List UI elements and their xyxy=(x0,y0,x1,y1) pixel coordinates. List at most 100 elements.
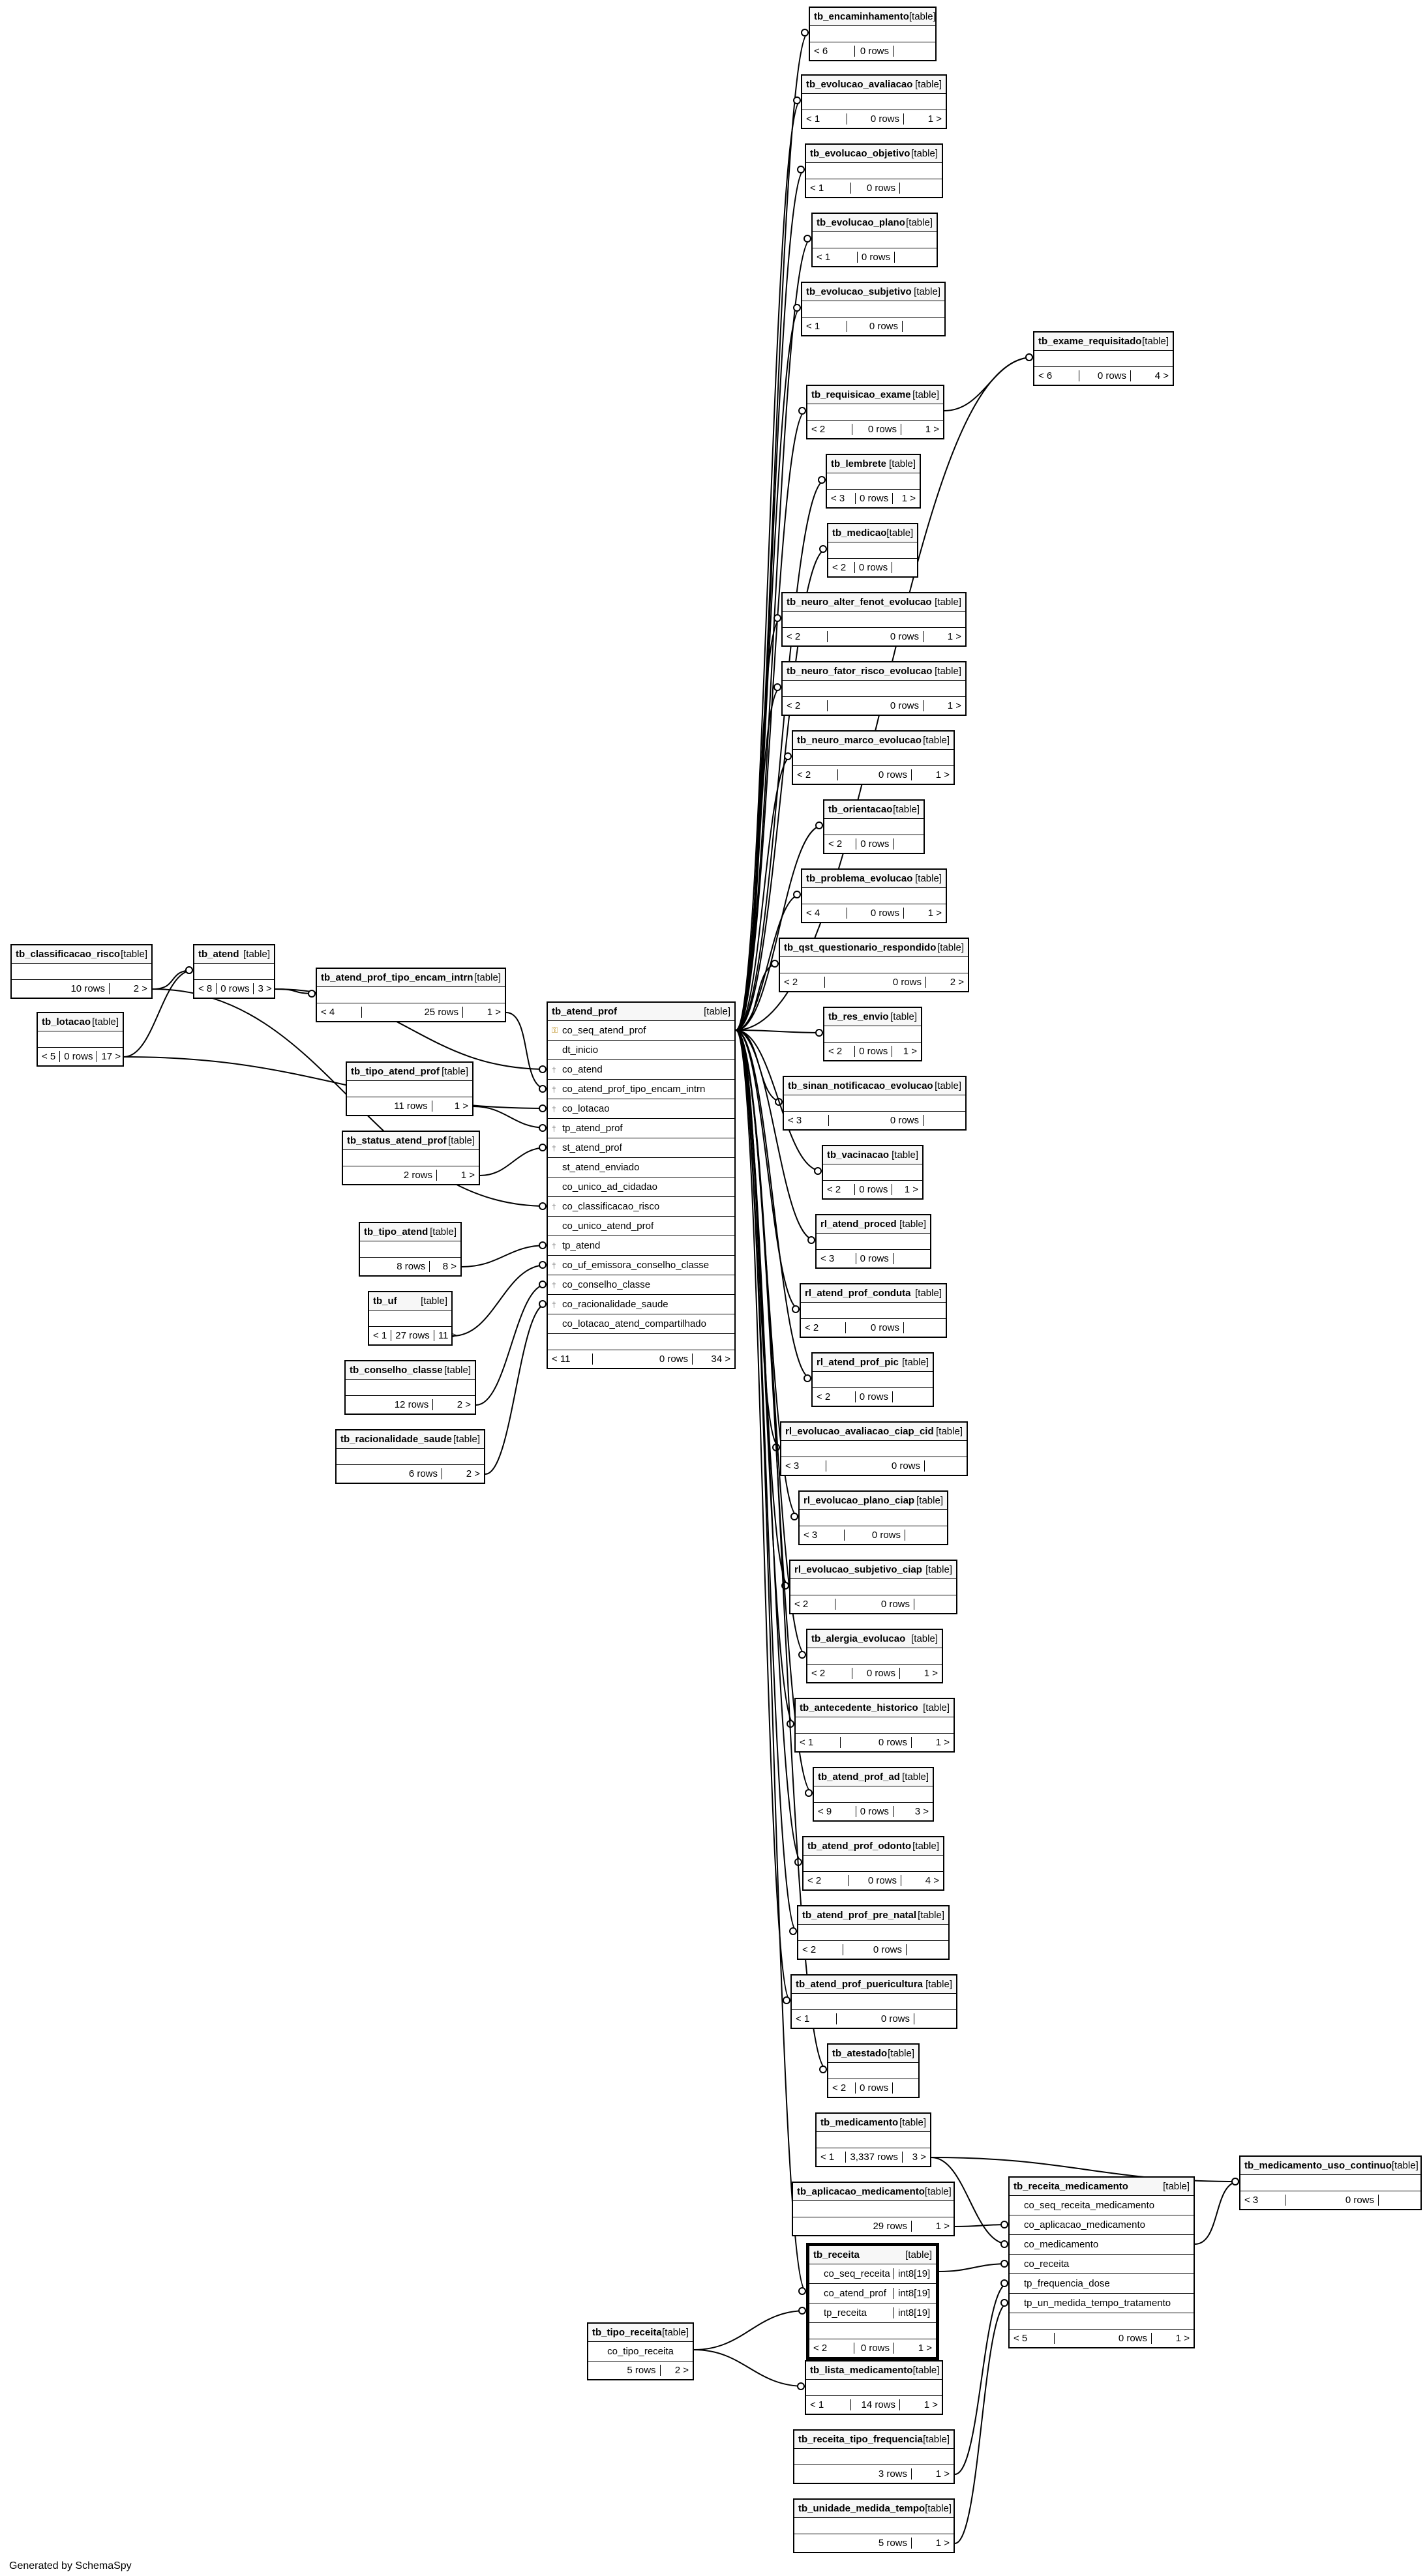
children-count[interactable]: 1 > xyxy=(935,2538,950,2549)
table-name[interactable]: tb_neuro_fator_risco_evolucao xyxy=(787,666,933,677)
table-header[interactable]: rl_atend_prof_pic[table] xyxy=(813,1354,933,1372)
table-name[interactable]: tb_receita_medicamento xyxy=(1014,2181,1128,2192)
table-name[interactable]: tb_receita xyxy=(813,2249,860,2260)
table-name[interactable]: tb_vacinacao xyxy=(827,1149,890,1161)
column-row[interactable]: tp_frequencia_dose xyxy=(1010,2274,1194,2294)
table-name[interactable]: tb_racionalidade_saude xyxy=(340,1434,452,1445)
parents-count[interactable]: < 3 xyxy=(817,1253,856,1264)
children-count[interactable]: 2 > xyxy=(457,1399,471,1410)
table-header[interactable]: tb_atend_prof_puericultura[table] xyxy=(792,1976,956,1994)
column-row[interactable]: †co_lotacao xyxy=(548,1099,734,1119)
column-row[interactable]: co_receita xyxy=(1010,2255,1194,2274)
table-header[interactable]: tb_evolucao_plano[table] xyxy=(813,214,937,232)
table-name[interactable]: tb_lista_medicamento xyxy=(810,2365,913,2376)
table-header[interactable]: tb_receita[table] xyxy=(809,2246,936,2264)
table-name[interactable]: tb_encaminhamento xyxy=(814,11,909,22)
column-row[interactable]: †st_atend_prof xyxy=(548,1138,734,1158)
table-header[interactable]: tb_atend_prof_pre_natal[table] xyxy=(798,1906,948,1925)
children-count[interactable]: 1 > xyxy=(925,424,939,435)
parents-count[interactable]: < 2 xyxy=(801,1322,846,1333)
table-name[interactable]: tb_medicamento_uso_continuo xyxy=(1244,2160,1392,2171)
table-header[interactable]: rl_evolucao_avaliacao_ciap_cid[table] xyxy=(781,1423,967,1441)
table-name[interactable]: rl_evolucao_subjetivo_ciap xyxy=(794,1564,922,1575)
column-row[interactable]: co_unico_atend_prof xyxy=(548,1217,734,1236)
parents-count[interactable]: < 2 xyxy=(790,1599,835,1610)
table-header[interactable]: tb_classificacao_risco[table] xyxy=(12,945,151,964)
parents-count[interactable]: < 2 xyxy=(823,1184,856,1195)
table-name[interactable]: tb_sinan_notificacao_evolucao xyxy=(788,1080,933,1091)
children-count[interactable]: 1 > xyxy=(924,1668,938,1679)
table-header[interactable]: tb_problema_evolucao[table] xyxy=(802,870,946,888)
parents-count[interactable]: < 6 xyxy=(1034,370,1079,381)
table-header[interactable]: tb_alergia_evolucao[table] xyxy=(807,1630,942,1648)
children-count[interactable]: 1 > xyxy=(1175,2333,1190,2344)
table-name[interactable]: tb_alergia_evolucao xyxy=(811,1633,906,1644)
table-name[interactable]: tb_lotacao xyxy=(42,1016,91,1028)
table-name[interactable]: tb_atend_prof_puericultura xyxy=(796,1979,924,1990)
parents-count[interactable]: < 5 xyxy=(38,1051,61,1062)
table-name[interactable]: tb_requisicao_exame xyxy=(811,389,911,400)
column-row[interactable]: co_unico_ad_cidadao xyxy=(548,1177,734,1197)
table-name[interactable]: tb_neuro_alter_fenot_evolucao xyxy=(787,597,932,608)
children-count[interactable]: 2 > xyxy=(674,2365,689,2376)
table-header[interactable]: tb_tipo_atend_prof[table] xyxy=(347,1063,472,1081)
parents-count[interactable]: < 3 xyxy=(827,493,856,504)
table-header[interactable]: tb_neuro_fator_risco_evolucao[table] xyxy=(783,662,965,681)
table-name[interactable]: tb_atend xyxy=(198,949,239,960)
parents-count[interactable]: < 2 xyxy=(783,631,828,642)
parents-count[interactable]: < 2 xyxy=(828,562,855,573)
column-row[interactable]: st_atend_enviado xyxy=(548,1158,734,1177)
column-row[interactable]: †tp_atend xyxy=(548,1236,734,1256)
column-row[interactable]: dt_inicio xyxy=(548,1041,734,1060)
parents-count[interactable]: < 2 xyxy=(809,2343,854,2354)
children-count[interactable]: 3 > xyxy=(258,983,272,994)
table-header[interactable]: tb_atestado[table] xyxy=(828,2045,918,2063)
table-name[interactable]: tb_qst_questionario_respondido xyxy=(784,942,937,953)
table-header[interactable]: tb_evolucao_subjetivo[table] xyxy=(802,283,944,301)
children-count[interactable]: 34 > xyxy=(711,1354,730,1365)
parents-count[interactable]: < 1 xyxy=(802,113,847,125)
table-name[interactable]: tb_exame_requisitado xyxy=(1038,336,1142,347)
children-count[interactable]: 1 > xyxy=(947,631,961,642)
table-name[interactable]: tb_classificacao_risco xyxy=(16,949,121,960)
parents-count[interactable]: < 5 xyxy=(1010,2333,1055,2344)
table-header[interactable]: tb_tipo_receita[table] xyxy=(588,2324,693,2342)
parents-count[interactable]: < 2 xyxy=(824,838,857,850)
table-header[interactable]: tb_aplicacao_medicamento[table] xyxy=(793,2183,954,2201)
table-header[interactable]: tb_evolucao_objetivo[table] xyxy=(806,145,942,163)
children-count[interactable]: 1 > xyxy=(487,1007,501,1018)
children-count[interactable]: 1 > xyxy=(904,1184,918,1195)
table-name[interactable]: tb_orientacao xyxy=(828,804,893,815)
column-row[interactable]: co_medicamento xyxy=(1010,2235,1194,2255)
parents-count[interactable]: < 2 xyxy=(807,424,852,435)
parents-count[interactable]: < 1 xyxy=(802,321,847,332)
table-header[interactable]: tb_conselho_classe[table] xyxy=(346,1361,475,1380)
table-header[interactable]: tb_evolucao_avaliacao[table] xyxy=(802,76,946,94)
table-header[interactable]: tb_exame_requisitado[table] xyxy=(1034,333,1173,351)
column-row[interactable]: †co_conselho_classe xyxy=(548,1275,734,1295)
children-count[interactable]: 1 > xyxy=(901,493,916,504)
table-header[interactable]: tb_atend_prof[table] xyxy=(548,1003,734,1021)
table-header[interactable]: tb_uf[table] xyxy=(369,1292,451,1310)
table-name[interactable]: tb_medicamento xyxy=(820,2117,899,2128)
table-header[interactable]: tb_medicao[table] xyxy=(828,524,917,542)
column-row[interactable]: †co_racionalidade_saude xyxy=(548,1295,734,1314)
